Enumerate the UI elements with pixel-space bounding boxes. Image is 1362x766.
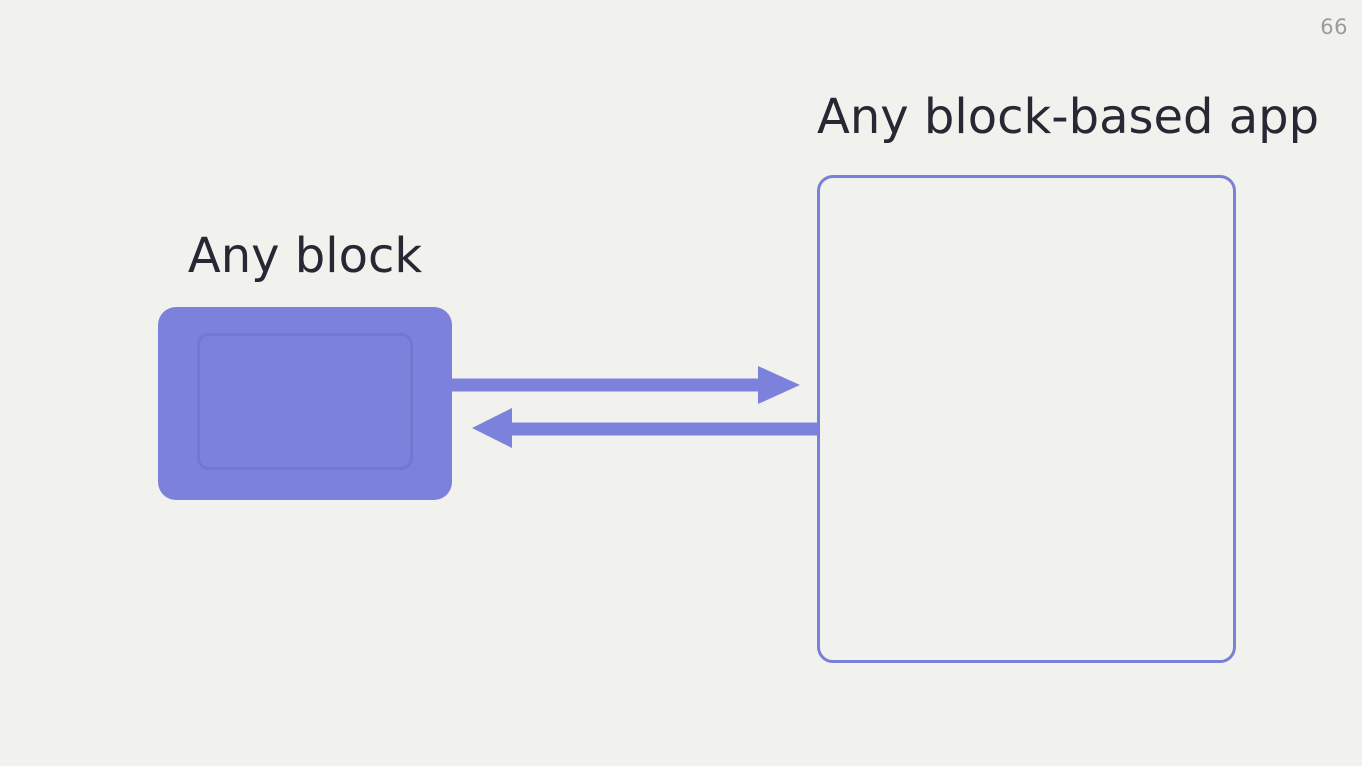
app-label: Any block-based app	[817, 89, 1320, 145]
any-block-shape	[158, 307, 452, 500]
page-number: 66	[1320, 15, 1348, 39]
app-to-block-arrow	[472, 408, 818, 448]
block-inner-outline	[197, 333, 413, 470]
app-container-shape	[817, 175, 1236, 663]
any-block-label: Any block	[187, 228, 423, 284]
block-to-app-arrow	[452, 366, 800, 404]
